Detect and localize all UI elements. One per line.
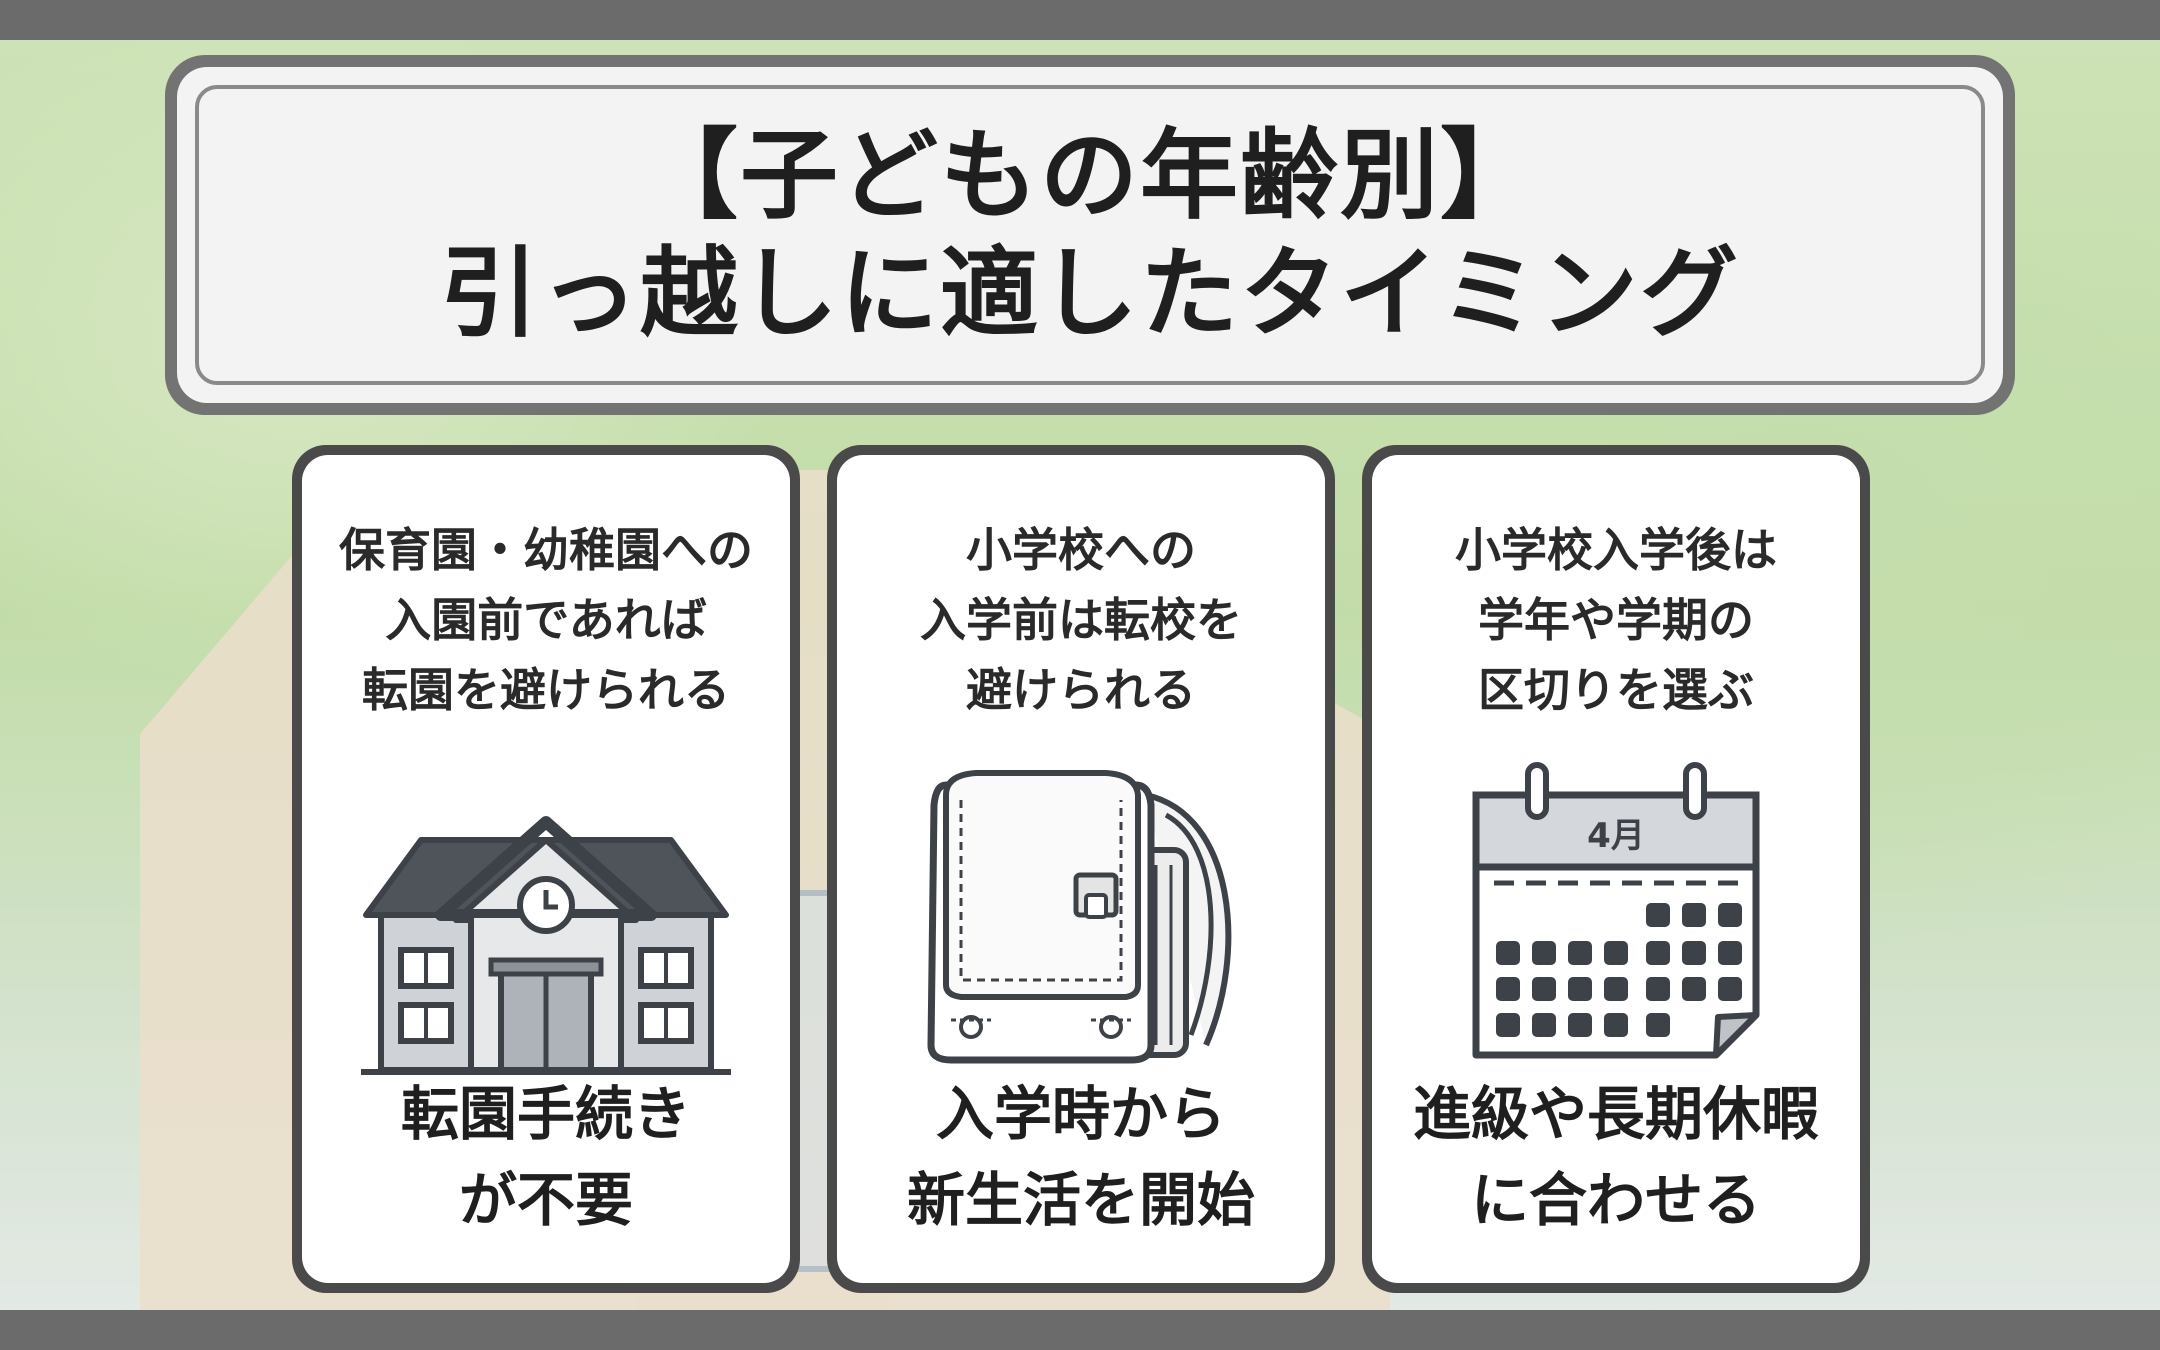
card-result-line: 入学時から: [935, 1080, 1226, 1148]
card-result: 進級や長期休暇 に合わせる: [1372, 1071, 1860, 1243]
card-description-line: 小学校への: [966, 523, 1196, 577]
card-result: 転園手続き が不要: [302, 1071, 790, 1243]
card-description-line: 保育園・幼稚園への: [339, 523, 753, 577]
card-description-line: 学年や学期の: [1478, 593, 1754, 647]
card-elementary-after: 小学校入学後は 学年や学期の 区切りを選ぶ 4月 進級や長期休暇 に合わせる: [1362, 445, 1870, 1293]
card-result-line: が不要: [458, 1166, 633, 1234]
card-description-line: 入園前であれば: [385, 593, 707, 647]
calendar-icon: 4月: [1472, 762, 1760, 1059]
title-panel-inner: 【子どもの年齢別】 引っ越しに適したタイミング: [177, 67, 2003, 403]
calendar-month-label: 4月: [1587, 816, 1645, 856]
card-result-line: 進級や長期休暇: [1412, 1080, 1819, 1148]
title-line-1: 【子どもの年齢別】: [639, 119, 1540, 233]
card-description-line: 避けられる: [966, 663, 1196, 717]
card-kindergarten: 保育園・幼稚園への 入園前であれば 転園を避けられる 転園: [292, 445, 800, 1293]
card-result: 入学時から 新生活を開始: [837, 1071, 1325, 1243]
randoseru-backpack-icon: [927, 770, 1232, 1064]
card-description-line: 転園を避けられる: [362, 663, 730, 717]
card-elementary-before: 小学校への 入学前は転校を 避けられる 入学時から 新生活を開始: [827, 445, 1335, 1293]
card-description: 保育園・幼稚園への 入園前であれば 転園を避けられる: [302, 515, 790, 725]
card-inner: 保育園・幼稚園への 入園前であれば 転園を避けられる 転園: [302, 455, 790, 1283]
title-frame: 【子どもの年齢別】 引っ越しに適したタイミング: [195, 85, 1985, 385]
card-inner: 小学校入学後は 学年や学期の 区切りを選ぶ 4月 進級や長期休暇 に合わせる: [1372, 455, 1860, 1283]
card-description-line: 小学校入学後は: [1455, 523, 1777, 577]
title-panel: 【子どもの年齢別】 引っ越しに適したタイミング: [165, 55, 2015, 415]
card-description: 小学校への 入学前は転校を 避けられる: [837, 515, 1325, 725]
card-result-line: 新生活を開始: [906, 1166, 1255, 1234]
card-result-line: に合わせる: [1470, 1166, 1761, 1234]
card-result-line: 転園手続き: [400, 1080, 691, 1148]
card-inner: 小学校への 入学前は転校を 避けられる 入学時から 新生活を開始: [837, 455, 1325, 1283]
card-description-line: 区切りを選ぶ: [1478, 663, 1754, 717]
school-building-icon: [361, 816, 731, 1075]
title-line-2: 引っ越しに適したタイミング: [439, 237, 1740, 351]
card-description-line: 入学前は転校を: [920, 593, 1242, 647]
card-description: 小学校入学後は 学年や学期の 区切りを選ぶ: [1372, 515, 1860, 725]
